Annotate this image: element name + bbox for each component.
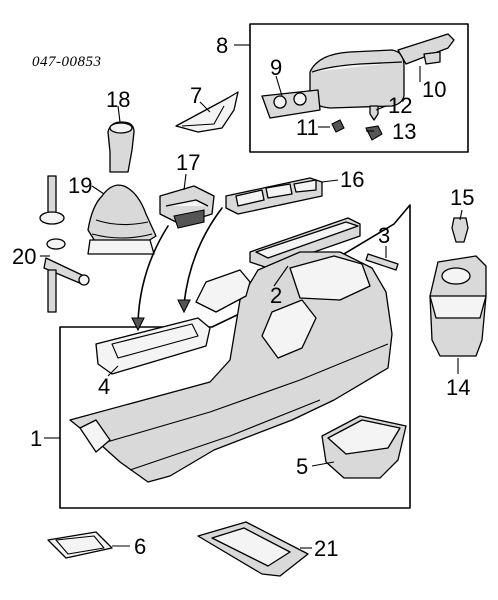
shifter-bezel bbox=[159, 185, 215, 229]
shifter-lever bbox=[39, 175, 90, 313]
callout-12: 12 bbox=[388, 93, 412, 118]
part-code: 047-00853 bbox=[32, 54, 102, 70]
console-trim-strip bbox=[175, 91, 239, 133]
callout-14: 14 bbox=[446, 375, 470, 400]
cup-holder bbox=[429, 255, 487, 357]
callout-labels: 8 9 10 12 11 13 7 18 17 16 19 15 3 20 2 … bbox=[12, 33, 474, 561]
callout-19: 19 bbox=[68, 173, 92, 198]
fastener-part bbox=[451, 217, 469, 243]
callout-7: 7 bbox=[190, 83, 202, 108]
callout-13: 13 bbox=[392, 119, 416, 144]
console-main-box bbox=[59, 204, 411, 509]
clip-part bbox=[365, 253, 399, 271]
callout-2: 2 bbox=[270, 283, 282, 308]
shift-boot bbox=[87, 184, 157, 255]
callout-6: 6 bbox=[134, 534, 146, 559]
rear-tray bbox=[197, 521, 309, 577]
install-arrows bbox=[131, 207, 223, 332]
callout-1: 1 bbox=[30, 426, 42, 451]
callout-15: 15 bbox=[450, 185, 474, 210]
callout-18: 18 bbox=[106, 87, 130, 112]
armrest-detail-box bbox=[249, 23, 469, 153]
switch-panel bbox=[225, 177, 323, 215]
armrest-lid-assembly bbox=[261, 33, 455, 141]
frame-pad bbox=[47, 531, 113, 559]
callout-11: 11 bbox=[296, 115, 319, 140]
callout-5: 5 bbox=[296, 454, 308, 479]
shifter-trim-plate bbox=[95, 317, 211, 375]
callout-8: 8 bbox=[216, 33, 228, 58]
callout-17: 17 bbox=[176, 150, 200, 175]
leader-lines bbox=[40, 44, 463, 549]
callout-16: 16 bbox=[340, 167, 364, 192]
callout-10: 10 bbox=[422, 77, 446, 102]
floor-console bbox=[69, 251, 393, 483]
shift-knob bbox=[107, 121, 135, 173]
callout-20: 20 bbox=[12, 244, 36, 269]
callout-4: 4 bbox=[98, 374, 110, 399]
callout-21: 21 bbox=[314, 536, 338, 561]
callout-3: 3 bbox=[378, 223, 390, 248]
armrest-pad bbox=[249, 217, 361, 269]
storage-tray bbox=[321, 415, 407, 479]
callout-9: 9 bbox=[270, 55, 282, 80]
